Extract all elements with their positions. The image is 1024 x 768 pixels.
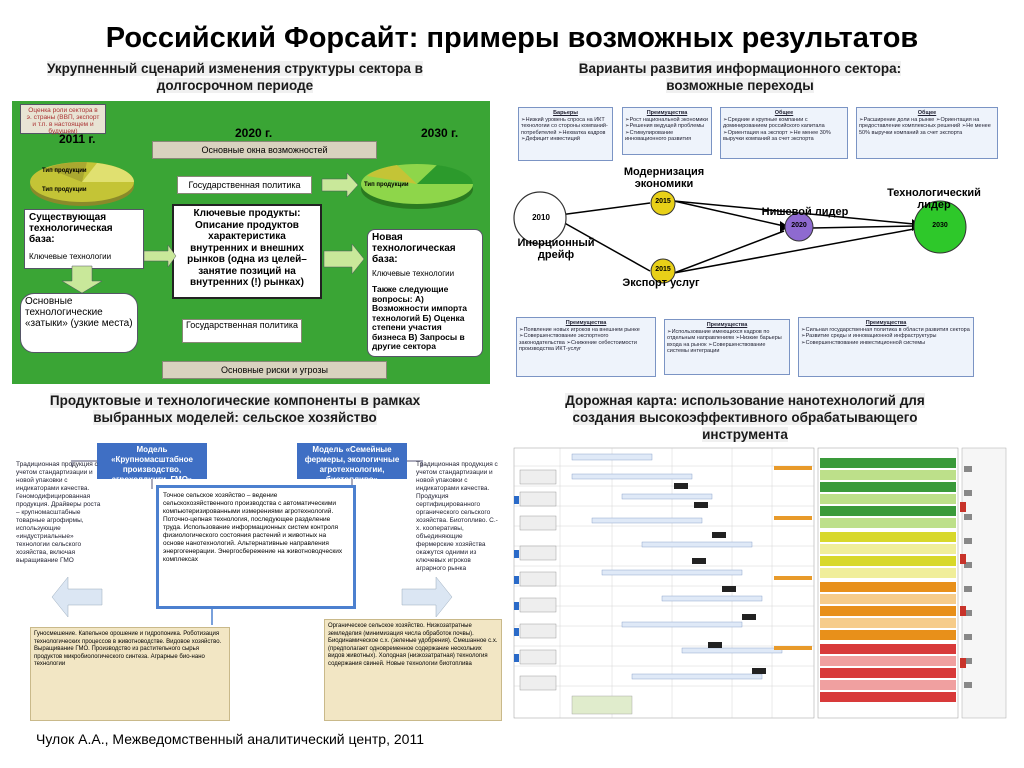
note-bottom-2-body: ➢Использование имеющихся кадров по отдел… — [667, 328, 782, 355]
it-sector-panel: 2010 2015 2015 2020 2030 Модернизация эк… — [512, 101, 1004, 384]
note-bottom-1-body: ➢Появление новых игроков на внешнем рынк… — [519, 326, 640, 353]
label-inertial: Инерционный дрейф — [517, 237, 595, 261]
year-2020: 2020 г. — [235, 126, 273, 140]
new-base-box: Новая технологическая база: Ключевые тех… — [367, 229, 483, 357]
existing-base-sub: Ключевые технологии — [29, 252, 112, 261]
right-model-text: Традиционная продукция с учетом стандарт… — [416, 461, 498, 572]
bottlenecks-box: Основные технологические «затыки» (узкие… — [20, 293, 138, 353]
footer-credit: Чулок А.А., Межведомственный аналитическ… — [36, 731, 424, 747]
note-bottom-1: Преимущества ➢Появление новых игроков на… — [516, 317, 656, 377]
roadmap-heading-line1: Дорожная карта: использование нанотехнол… — [565, 393, 925, 408]
note-bottom-2-head: Преимущества — [706, 322, 748, 328]
note-top-2-body: ➢Рост национальной экономики ➢Решения ве… — [625, 116, 708, 143]
note-bottom-3-body: ➢Сильная государственная политика в обла… — [801, 326, 970, 346]
bottom-left-list: Гуносмешение. Капельное орошение и гидро… — [30, 627, 230, 721]
note-top-1-body: ➢Низкий уровень спроса на ИКТ технологии… — [521, 116, 608, 143]
note-top-1: Барьеры ➢Низкий уровень спроса на ИКТ те… — [518, 107, 613, 161]
it-heading-line1: Варианты развития информационного сектор… — [578, 61, 902, 76]
left-model-text: Традиционная продукция с учетом стандарт… — [16, 461, 101, 564]
note-top-4: Общее ➢Расширение доли на рынке ➢Ориента… — [856, 107, 998, 159]
band-risks: Основные риски и угрозы — [162, 361, 387, 379]
it-heading-line2: возможные переходы — [666, 78, 814, 93]
it-transitions-diagram — [513, 190, 967, 284]
key-products-box: Ключевые продукты: Описание продуктов ха… — [172, 204, 322, 299]
agri-heading-line2: выбранных моделей: сельское хозяйство — [93, 410, 377, 425]
band-opportunities: Основные окна возможностей — [152, 141, 377, 159]
node-2010: 2010 — [532, 213, 550, 222]
page-title: Российский Форсайт: примеры возможных ре… — [105, 22, 919, 54]
roadmap-heading: Дорожная карта: использование нанотехнол… — [530, 392, 960, 443]
center-tech-box: Точное сельское хозяйство – ведение сель… — [156, 485, 356, 609]
scenario-arrows-icon — [61, 172, 365, 294]
existing-base-box: Существующая технологическая база: Ключе… — [24, 209, 144, 269]
pie-2011-icon — [30, 161, 134, 206]
band-policy-top: Государственная политика — [177, 176, 312, 194]
agri-arrows-icon — [51, 460, 453, 625]
scenario-heading-line2: долгосрочном периоде — [156, 78, 314, 93]
note-bottom-1-head: Преимущества — [565, 320, 607, 326]
label-modernization: Модернизация экономики — [623, 166, 705, 190]
agri-panel: Модель «Крупномасштабное производство, а… — [12, 437, 504, 724]
pie-label-3: Тип продукции — [364, 182, 409, 188]
year-2030: 2030 г. — [421, 126, 459, 140]
node-2015a: 2015 — [655, 198, 671, 205]
role-box: Оценка роли сектора в э. страны (ВВП, эк… — [20, 104, 106, 135]
note-top-4-head: Общее — [917, 110, 937, 116]
bottom-right-list: Органическое сельское хозяйство. Низкоза… — [324, 619, 502, 721]
node-2030: 2030 — [932, 222, 948, 229]
pie-label-1: Тип продукции — [42, 168, 87, 174]
agri-heading-line1: Продуктовые и технологические компоненты… — [49, 393, 421, 408]
roadmap-chart-graphic — [513, 447, 1007, 719]
note-bottom-3-head: Преимущества — [865, 320, 907, 326]
note-top-4-body: ➢Расширение доли на рынке ➢Ориентация на… — [859, 116, 991, 136]
roadmap-heading-line3: инструмента — [702, 427, 788, 442]
agri-heading: Продуктовые и технологические компоненты… — [20, 392, 450, 426]
label-tech-leader: Технологический лидер — [887, 187, 981, 211]
note-bottom-3: Преимущества ➢Сильная государственная по… — [798, 317, 974, 377]
model-left-box: Модель «Крупномасштабное производство, а… — [97, 443, 207, 484]
label-export: Экспорт услуг — [622, 277, 700, 289]
note-bottom-2: Преимущества ➢Использование имеющихся ка… — [664, 319, 790, 375]
new-base-sub: Ключевые технологии — [372, 269, 455, 278]
note-top-1-head: Барьеры — [553, 110, 578, 116]
band-policy-bottom: Государственная политика — [182, 319, 302, 343]
roadmap-heading-line2: создания высокоэффективного обрабатывающ… — [572, 410, 918, 425]
node-2020: 2020 — [791, 222, 807, 229]
label-niche: Нишевой лидер — [761, 206, 849, 218]
new-base-title: Новая технологическая база: — [372, 232, 456, 265]
scenario-heading: Укрупненный сценарий изменения структуры… — [20, 60, 450, 94]
note-top-2-head: Преимущества — [646, 110, 688, 116]
roadmap-panel — [512, 446, 1008, 723]
new-base-questions: Также следующие вопросы: А) Возможности … — [372, 284, 468, 351]
year-2011: 2011 г. — [59, 132, 96, 146]
pie-label-2: Тип продукции — [42, 187, 87, 193]
it-sector-heading: Варианты развития информационного сектор… — [540, 60, 940, 94]
existing-base-title: Существующая технологическая база: — [29, 212, 113, 245]
pie-2030-icon — [361, 164, 474, 209]
note-top-3-body: ➢Средние и крупные компании с доминирова… — [723, 116, 831, 143]
node-2015b: 2015 — [655, 266, 671, 273]
note-top-3-head: Общее — [774, 110, 794, 116]
scenario-panel: Оценка роли сектора в э. страны (ВВП, эк… — [12, 101, 490, 384]
note-top-2: Преимущества ➢Рост национальной экономик… — [622, 107, 712, 155]
scenario-heading-line1: Укрупненный сценарий изменения структуры… — [47, 61, 423, 76]
note-top-3: Общее ➢Средние и крупные компании с доми… — [720, 107, 848, 159]
